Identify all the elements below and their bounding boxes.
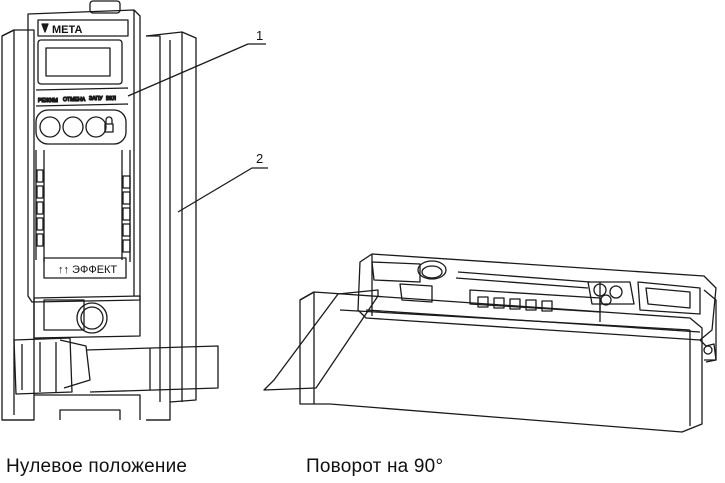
rotated-holder (299, 291, 703, 433)
callout-number-1: 1 (256, 28, 263, 43)
rotated-device-assembly (263, 253, 717, 433)
caption-zero-position: Нулевое положение (6, 456, 188, 477)
button-3 (85, 116, 107, 138)
brand-strip-text: ↑↑ ЭФФЕКТ (58, 264, 117, 276)
logo-plate (37, 19, 129, 37)
strap (85, 345, 219, 393)
display-screen (45, 47, 111, 77)
button-bar (35, 109, 127, 145)
mode-labels: РЕЖИМ ОТМЕНА ЗАПУ ВКЛ (37, 95, 116, 104)
logo-icon (41, 23, 49, 33)
mode-label-3: ВКЛ (106, 96, 116, 102)
clamp-block (43, 299, 85, 331)
holder-frame-right (145, 31, 197, 421)
display-frame (37, 39, 123, 85)
buckle (13, 337, 73, 395)
lock-icon (104, 116, 114, 133)
brand-strip (43, 257, 127, 279)
rotated-knob (417, 260, 447, 280)
callout-line-2 (177, 167, 268, 213)
holder-frame-left (1, 29, 35, 421)
callout-line-1 (127, 43, 266, 97)
rotated-device-body (357, 253, 717, 341)
callout-number-2: 2 (256, 151, 263, 166)
clamp-knob (76, 302, 108, 334)
button-1 (39, 116, 61, 138)
top-knob (89, 0, 121, 14)
vertical-device-assembly: РЕЖИМ ОТМЕНА ЗАПУ ВКЛ МЕТА ↑↑ ЭФФЕКТ (1, 0, 219, 421)
logo-text: МЕТА (52, 24, 83, 36)
rotated-display (637, 281, 701, 315)
caption-rotated-90: Поворот на 90° (306, 456, 444, 477)
mode-label-0: РЕЖИМ (38, 98, 58, 104)
mode-label-2: ЗАПУ (89, 96, 103, 102)
mode-label-1: ОТМЕНА (63, 97, 86, 103)
button-2 (62, 116, 84, 138)
right-contacts (122, 175, 131, 253)
rotated-strap (263, 289, 379, 391)
left-contacts (36, 169, 44, 247)
